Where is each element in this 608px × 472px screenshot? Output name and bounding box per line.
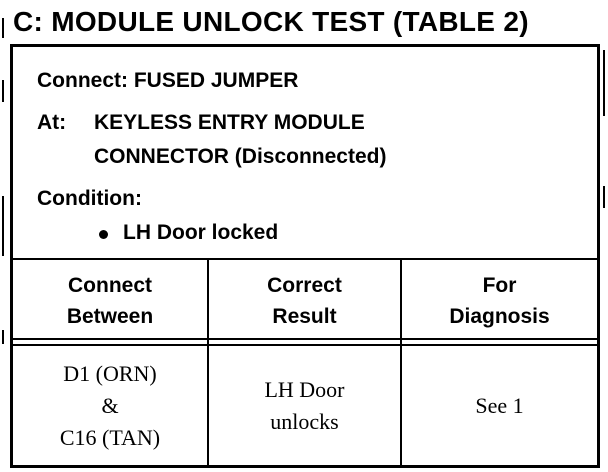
header-for-diagnosis: For Diagnosis — [402, 263, 597, 339]
header-text: Between — [66, 305, 154, 328]
test-table: Connect: FUSED JUMPER At: KEYLESS ENTRY … — [10, 44, 600, 468]
cell-text: C16 (TAN) — [59, 425, 161, 450]
condition-item: LH Door locked — [123, 221, 279, 244]
cell-text: D1 (ORN) — [63, 361, 157, 386]
column-divider — [400, 258, 402, 465]
left-margin-mark — [2, 80, 4, 102]
header-connect-between: Connect Between — [13, 263, 207, 339]
header-text: Diagnosis — [449, 305, 550, 328]
at-value-line2: CONNECTOR (Disconnected) — [94, 145, 387, 168]
header-divider — [13, 344, 597, 346]
at-value-line1: KEYLESS ENTRY MODULE — [94, 111, 365, 134]
left-margin-mark — [2, 330, 4, 344]
header-correct-result: Correct Result — [209, 263, 400, 339]
page-title: C: MODULE UNLOCK TEST (TABLE 2) — [13, 6, 529, 37]
condition-label: Condition: — [37, 187, 142, 210]
header-text: Result — [272, 305, 337, 328]
left-margin-mark — [2, 18, 4, 38]
header-text: Correct — [267, 274, 342, 297]
cell-connect-between: D1 (ORN) & C16 (TAN) — [13, 347, 207, 465]
cell-text: & — [101, 393, 119, 418]
left-margin-mark — [2, 196, 4, 256]
connect-label: Connect: — [37, 69, 128, 92]
right-margin-mark — [603, 186, 605, 208]
header-text: For — [482, 274, 517, 297]
header-text: Connect — [68, 274, 152, 297]
at-label: At: — [37, 111, 67, 134]
bullet-icon — [99, 230, 108, 239]
connect-line: Connect: FUSED JUMPER — [37, 69, 298, 93]
right-margin-mark — [603, 50, 605, 116]
cell-text: See 1 — [475, 393, 524, 418]
test-setup-section: Connect: FUSED JUMPER At: KEYLESS ENTRY … — [13, 47, 597, 261]
header-divider — [13, 338, 597, 340]
cell-text: unlocks — [270, 409, 339, 434]
cell-correct-result: LH Door unlocks — [209, 347, 400, 465]
cell-for-diagnosis: See 1 — [402, 347, 597, 465]
connect-value: FUSED JUMPER — [133, 69, 299, 92]
column-divider — [207, 258, 209, 465]
cell-text: LH Door — [264, 377, 345, 402]
section-divider — [13, 258, 597, 260]
